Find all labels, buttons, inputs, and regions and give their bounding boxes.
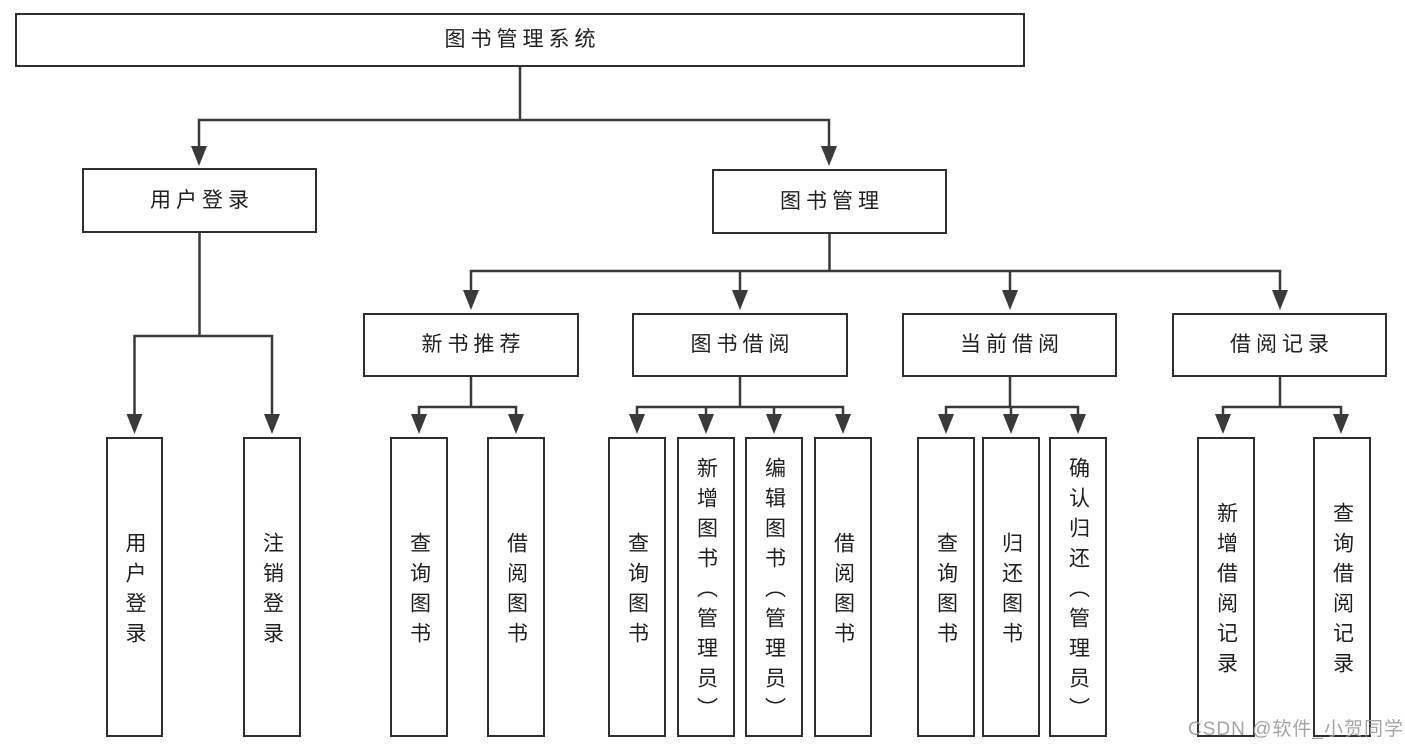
leaf-newbook-borrow-book: 借阅图书 xyxy=(487,437,545,737)
node-label: 查询图书 xyxy=(625,531,649,652)
leaf-borrow-edit-book-admin: 编辑图书（管理员） xyxy=(745,437,803,737)
node-label: 新增图书（管理员） xyxy=(694,456,718,727)
node-borrow-records: 借阅记录 xyxy=(1172,313,1387,377)
node-label: 用户登录 xyxy=(123,531,146,652)
node-label: 用户登录 xyxy=(150,188,254,212)
leaf-newbook-query-book: 查询图书 xyxy=(390,437,448,737)
node-current-borrow: 当前借阅 xyxy=(902,313,1117,377)
node-label: 借阅记录 xyxy=(1230,333,1334,357)
node-label: 图书借阅 xyxy=(690,333,795,357)
node-label: 查询图书 xyxy=(934,531,958,652)
node-new-book-recommend: 新书推荐 xyxy=(363,313,579,377)
leaf-user-login: 用户登录 xyxy=(106,437,163,737)
node-label: 查询图书 xyxy=(407,531,431,652)
node-book-borrow: 图书借阅 xyxy=(632,313,848,377)
leaf-borrow-borrow-book: 借阅图书 xyxy=(814,437,872,737)
node-label: 查询借阅记录 xyxy=(1330,501,1354,682)
arrowhead-icons xyxy=(126,146,1349,434)
node-label: 借阅图书 xyxy=(504,531,528,652)
node-label: 借阅图书 xyxy=(831,531,855,652)
watermark: CSDN @软件_小贺同学 xyxy=(1188,719,1404,740)
leaf-borrow-add-book-admin: 新增图书（管理员） xyxy=(677,437,735,737)
node-label: 新增借阅记录 xyxy=(1214,501,1238,682)
node-library-system: 图书管理系统 xyxy=(15,13,1025,67)
leaf-borrow-query-book: 查询图书 xyxy=(608,437,666,737)
leaf-current-confirm-return-admin: 确认归还（管理员） xyxy=(1049,437,1107,737)
node-label: 确认归还（管理员） xyxy=(1066,456,1090,727)
node-book-management: 图书管理 xyxy=(712,169,947,234)
leaf-logout-login: 注销登录 xyxy=(243,437,301,737)
node-label: 注销登录 xyxy=(260,531,284,652)
node-label: 新书推荐 xyxy=(421,333,526,357)
node-label: 归还图书 xyxy=(999,531,1023,652)
leaf-current-return-book: 归还图书 xyxy=(982,437,1040,737)
node-user-login: 用户登录 xyxy=(82,168,317,233)
node-label: 编辑图书（管理员） xyxy=(762,456,786,727)
leaf-records-add-record: 新增借阅记录 xyxy=(1197,437,1255,737)
node-label: 图书管理系统 xyxy=(444,28,601,52)
node-label: 当前借阅 xyxy=(960,333,1064,357)
leaf-current-query-book: 查询图书 xyxy=(917,437,975,737)
leaf-records-query-record: 查询借阅记录 xyxy=(1313,437,1371,737)
node-label: 图书管理 xyxy=(780,189,884,213)
